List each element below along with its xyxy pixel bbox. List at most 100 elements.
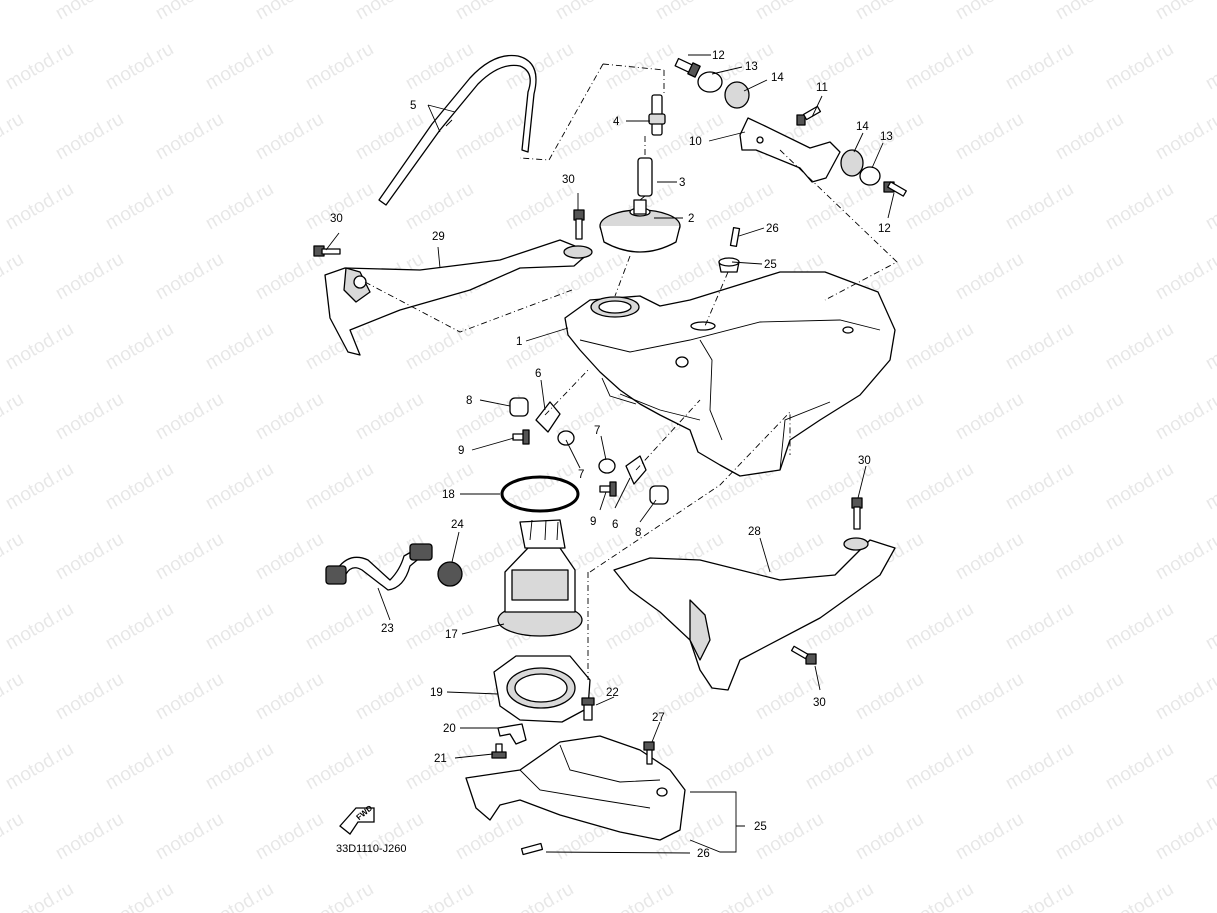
callout-3: 3: [679, 177, 685, 189]
callout-10: 10: [689, 136, 702, 148]
watermark-text: motod.ru: [1002, 599, 1077, 655]
watermark-text: motod.ru: [1202, 739, 1217, 795]
bolt-12-top: [674, 57, 701, 78]
bottom-guard: [465, 735, 686, 841]
watermark-text: motod.ru: [1152, 809, 1217, 865]
callout-28: 28: [748, 526, 761, 538]
callout-11: 11: [816, 82, 828, 94]
watermark-text: motod.ru: [402, 179, 477, 235]
watermark-text: motod.ru: [252, 0, 327, 24]
callout-13-right: 13: [880, 131, 893, 143]
watermark-text: motod.ru: [202, 319, 277, 375]
assembly-lines: [364, 63, 898, 680]
fuel-tank: [564, 271, 896, 477]
watermark-text: motod.ru: [1152, 109, 1217, 165]
watermark-text: motod.ru: [52, 529, 127, 585]
watermark-text: motod.ru: [502, 179, 577, 235]
watermark-text: motod.ru: [252, 809, 327, 865]
watermark-text: motod.ru: [402, 599, 477, 655]
diagram-code: 33D1110-J260: [336, 843, 407, 855]
watermark-text: motod.ru: [302, 39, 377, 95]
watermark-text: motod.ru: [752, 0, 827, 24]
watermark-text: motod.ru: [152, 529, 227, 585]
watermark-text: motod.ru: [1102, 179, 1177, 235]
watermark-text: motod.ru: [1102, 319, 1177, 375]
watermark-text: motod.ru: [1002, 879, 1077, 913]
callout-16: 18: [442, 489, 455, 501]
damper-26: [520, 842, 544, 856]
watermark-text: motod.ru: [52, 0, 127, 24]
watermark-text: motod.ru: [152, 809, 227, 865]
callout-26: 26: [697, 848, 710, 860]
watermark-text: motod.ru: [102, 319, 177, 375]
watermark-text: motod.ru: [1152, 529, 1217, 585]
watermark-text: motod.ru: [1052, 669, 1127, 725]
watermark-text: motod.ru: [952, 669, 1027, 725]
watermark-text: motod.ru: [2, 879, 77, 913]
watermark-text: motod.ru: [1152, 249, 1217, 305]
watermark-text: motod.ru: [252, 249, 327, 305]
watermark-text: motod.ru: [152, 389, 227, 445]
watermark-text: motod.ru: [1152, 0, 1217, 24]
watermark-text: motod.ru: [402, 459, 477, 515]
watermark-text: motod.ru: [952, 529, 1027, 585]
callout-30-right-top: 30: [858, 455, 871, 467]
watermark-text: motod.ru: [152, 249, 227, 305]
gasket-ring: [500, 475, 580, 513]
watermark-text: motod.ru: [702, 739, 777, 795]
watermark-text: motod.ru: [602, 879, 677, 913]
callout-5: 5: [410, 100, 416, 112]
watermark-text: motod.ru: [602, 39, 677, 95]
watermark-text: motod.ru: [502, 39, 577, 95]
callout-29: 29: [432, 231, 445, 243]
collar-13-right: [859, 166, 881, 186]
callout-12-right: 12: [878, 223, 891, 235]
watermark-text: motod.ru: [302, 599, 377, 655]
watermark-text: motod.ru: [902, 879, 977, 913]
watermark-text: motod.ru: [902, 319, 977, 375]
watermark-text: motod.ru: [0, 669, 27, 725]
bracket: [739, 117, 841, 183]
watermark-text: motod.ru: [1202, 459, 1217, 515]
watermark-text: motod.ru: [1202, 179, 1217, 235]
watermark-text: motod.ru: [402, 879, 477, 913]
watermark-text: motod.ru: [1002, 459, 1077, 515]
watermark-text: motod.ru: [502, 879, 577, 913]
watermark-text: motod.ru: [1052, 249, 1127, 305]
watermark-text: motod.ru: [1052, 389, 1127, 445]
watermark-text: motod.ru: [102, 459, 177, 515]
parts-illustration: FWD: [313, 54, 907, 856]
watermark-text: motod.ru: [2, 739, 77, 795]
bolt-9-right: [599, 481, 617, 497]
watermark-text: motod.ru: [652, 0, 727, 24]
watermark-text: motod.ru: [0, 389, 27, 445]
collar-22: [437, 561, 463, 587]
right-cover: [613, 537, 896, 691]
callout-14-top: 14: [771, 72, 784, 84]
watermark-text: motod.ru: [1202, 39, 1217, 95]
watermark-text: motod.ru: [1202, 319, 1217, 375]
watermark-text: motod.ru: [1102, 879, 1177, 913]
watermark-text: motod.ru: [152, 0, 227, 24]
bolt-9-left: [512, 429, 530, 445]
watermark-text: motod.ru: [252, 109, 327, 165]
watermark-text: motod.ru: [402, 319, 477, 375]
watermark-text: motod.ru: [852, 389, 927, 445]
watermark-text: motod.ru: [2, 459, 77, 515]
bolt-30-left: [313, 245, 341, 257]
callout-27: 27: [652, 712, 665, 724]
callout-18: 20: [443, 723, 456, 735]
bolt-30-tank: [573, 209, 585, 240]
watermark-text: motod.ru: [1052, 109, 1127, 165]
callout-17: 19: [430, 687, 443, 699]
callout-7-right: 7: [594, 425, 600, 437]
watermark-text: motod.ru: [102, 739, 177, 795]
fuel-hose: [325, 543, 433, 591]
callout-2: 2: [688, 213, 694, 225]
callout-9-right: 9: [590, 516, 596, 528]
clip-18: [497, 723, 527, 745]
watermark-text: motod.ru: [302, 179, 377, 235]
watermark-text: motod.ru: [952, 0, 1027, 24]
watermark-text: motod.ru: [1052, 529, 1127, 585]
pump-plate: [493, 655, 591, 723]
